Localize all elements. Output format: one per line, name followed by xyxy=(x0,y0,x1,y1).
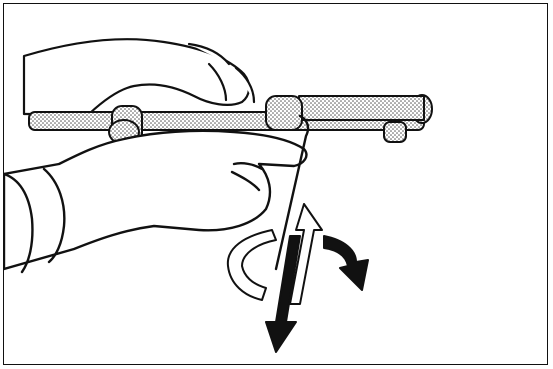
up-down-arrow-icon xyxy=(266,204,322,352)
hand-icon xyxy=(4,131,306,272)
fingers-icon xyxy=(24,39,254,114)
tie-rod-adjustment-illustration xyxy=(4,4,548,365)
illustration-frame xyxy=(3,3,548,365)
